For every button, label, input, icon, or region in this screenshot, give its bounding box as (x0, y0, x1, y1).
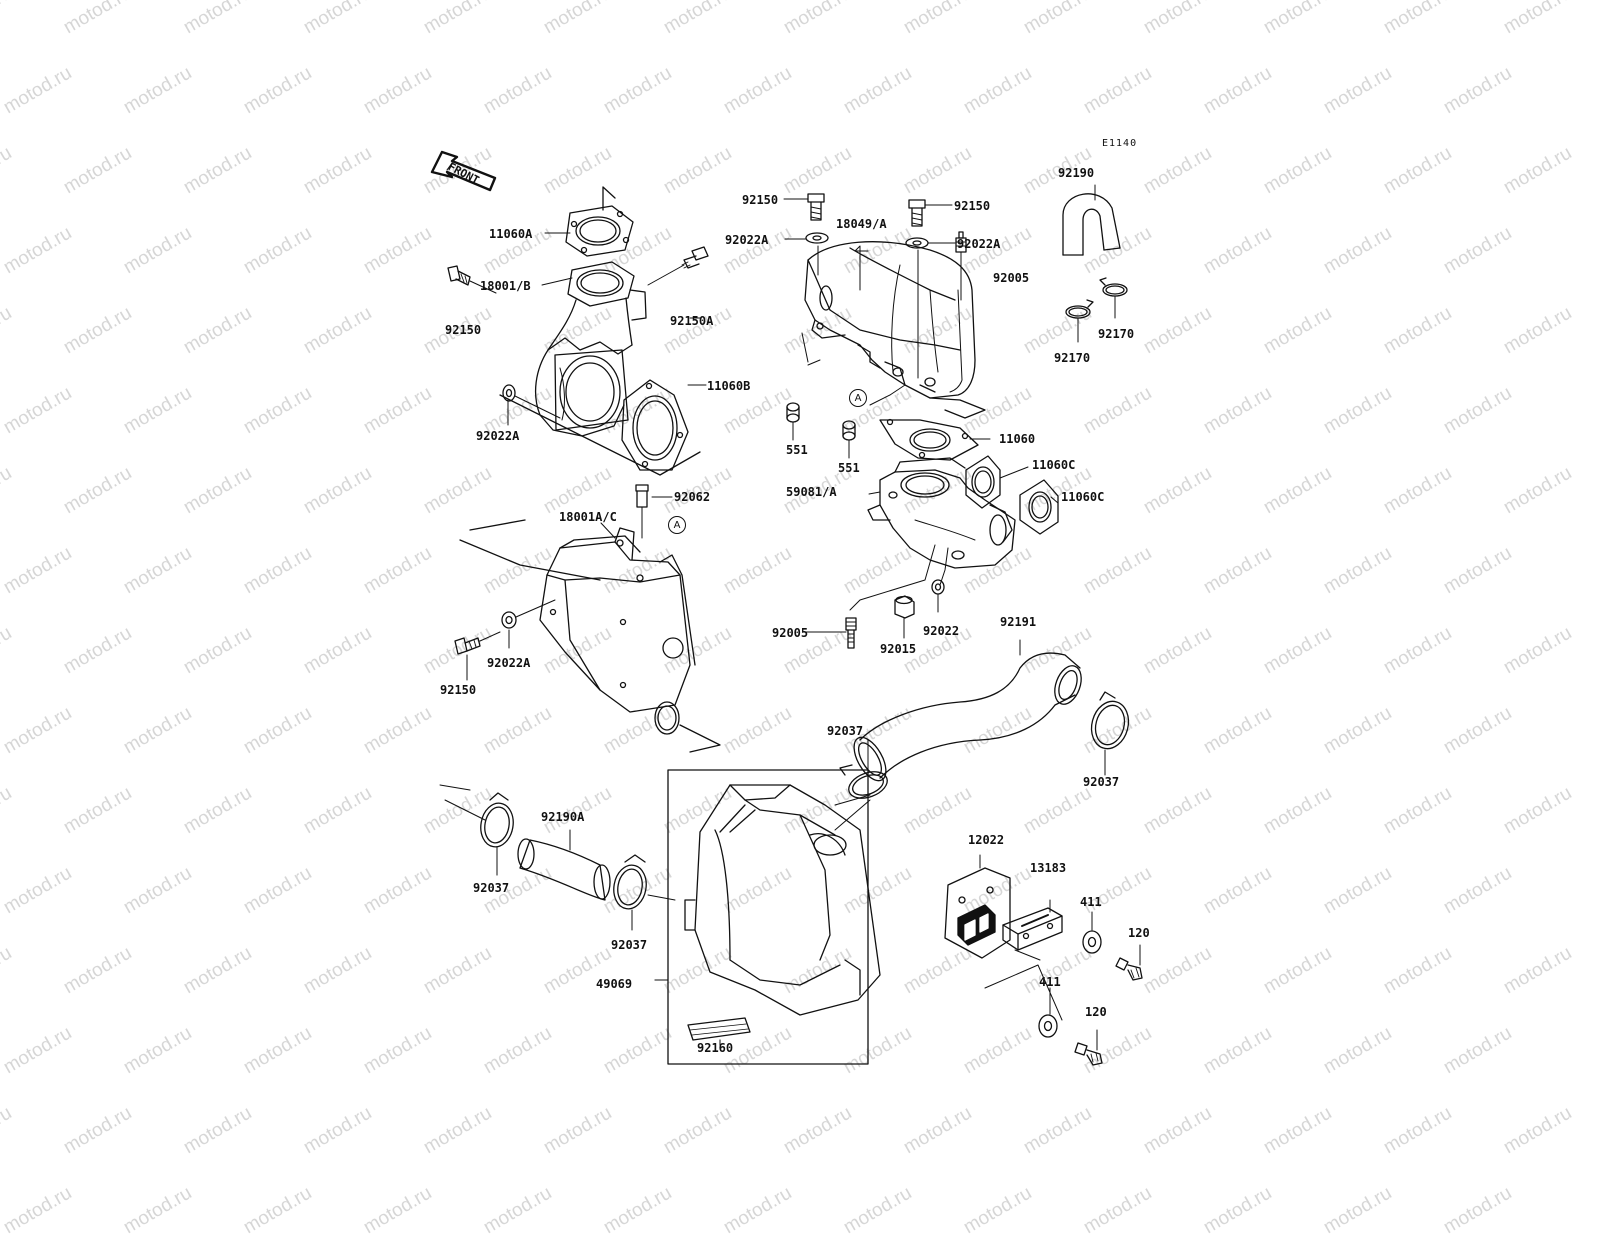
hose-92190 (1062, 184, 1121, 256)
label-49069: 49069 (596, 977, 633, 991)
label-92022a-left: 92022A (476, 429, 520, 443)
label-92150-lower: 92150 (440, 683, 477, 697)
label-92022: 92022 (923, 624, 960, 638)
clamp-92037-lowmid (613, 854, 676, 931)
washer-92022a-left (502, 384, 561, 419)
label-92170-right: 92170 (1098, 327, 1135, 341)
nut-92015 (894, 595, 915, 619)
clamp-92037-right (1090, 691, 1130, 776)
gasket-11060 (879, 418, 979, 461)
front-arrow-icon (430, 150, 497, 192)
label-18001b: 18001/B (480, 279, 531, 293)
gasket-11060b (499, 379, 701, 476)
plate-12022 (944, 854, 1011, 959)
clamp-92037-left (439, 784, 514, 876)
bolt-92150-top-1 (807, 193, 825, 221)
washer-92022 (931, 579, 945, 595)
leader-lines (466, 198, 1059, 1046)
label-120-low: 120 (1085, 1005, 1107, 1019)
label-92150a: 92150A (670, 314, 714, 328)
label-92037-mid: 92037 (827, 724, 864, 738)
label-92037-left: 92037 (473, 881, 510, 895)
exhaust-manifold-18049a (801, 241, 986, 419)
bolt-92150-top-2 (908, 199, 926, 227)
callout-a-lower: A (668, 516, 686, 534)
label-92150-top-2: 92150 (954, 199, 991, 213)
collar-551-mid (842, 420, 856, 459)
bolt-92150-left (447, 265, 497, 294)
fitting-92005-top (955, 231, 967, 301)
label-92062: 92062 (674, 490, 711, 504)
label-92015: 92015 (880, 642, 917, 656)
pin-92062 (635, 484, 649, 539)
diagram-code: E1140 (1102, 138, 1138, 149)
label-92150-left: 92150 (445, 323, 482, 337)
gasket-11060c-1 (965, 455, 1001, 509)
parts-drawing (430, 150, 1143, 1066)
washer-411-top (1082, 911, 1102, 954)
label-92022a-top-1: 92022A (725, 233, 769, 247)
label-92190: 92190 (1058, 166, 1095, 180)
label-12022: 12022 (968, 833, 1005, 847)
label-92022a-top-2: 92022A (957, 237, 1001, 251)
label-92005-low: 92005 (772, 626, 809, 640)
label-92190a: 92190A (541, 810, 585, 824)
label-11060c-2: 11060C (1061, 490, 1105, 504)
gasket-11060a (565, 186, 634, 257)
label-11060: 11060 (999, 432, 1036, 446)
label-18001ac: 18001A/C (559, 510, 617, 524)
clamp-92170-left (1065, 299, 1094, 343)
label-92191: 92191 (1000, 615, 1037, 629)
label-411-low: 411 (1039, 975, 1061, 989)
fitting-92005-low (845, 617, 857, 649)
label-18049a: 18049/A (836, 217, 887, 231)
gasket-11060c-2 (1019, 479, 1059, 535)
expansion-chamber-18001ac (459, 519, 721, 753)
label-92150-top-1: 92150 (742, 193, 779, 207)
label-92037-right: 92037 (1083, 775, 1120, 789)
clamp-92170-right (1099, 277, 1128, 319)
exhaust-elbow-59081a (849, 457, 1016, 611)
label-11060a: 11060A (489, 227, 533, 241)
hose-92190a (517, 829, 611, 901)
muffler-49069 (654, 769, 881, 1065)
callout-a-upper: A (849, 389, 867, 407)
collar-551-left (786, 402, 800, 441)
label-120-top: 120 (1128, 926, 1150, 940)
clamp-92037-mid (834, 739, 888, 831)
bracket-13183 (1002, 899, 1063, 951)
label-13183: 13183 (1030, 861, 1067, 875)
label-11060c-1: 11060C (1032, 458, 1076, 472)
label-92005-top: 92005 (993, 271, 1030, 285)
bolt-92150-lower (454, 631, 501, 655)
label-551-mid: 551 (838, 461, 860, 475)
washer-411-low (1038, 987, 1058, 1038)
label-59081a: 59081/A (786, 485, 837, 499)
label-551-left: 551 (786, 443, 808, 457)
bolt-120-top (1115, 944, 1143, 981)
bolt-92150a (647, 246, 709, 286)
bolt-120-low (1074, 1029, 1103, 1066)
label-92022a-lower: 92022A (487, 656, 531, 670)
label-92037-lowmid: 92037 (611, 938, 648, 952)
exhaust-pipe-18001b (534, 261, 647, 437)
label-92170-left: 92170 (1054, 351, 1091, 365)
washer-92022a-lower (501, 599, 556, 629)
hose-92191 (853, 639, 1082, 782)
washer-92022a-top-1 (805, 232, 829, 244)
label-11060b: 11060B (707, 379, 751, 393)
label-411-top: 411 (1080, 895, 1102, 909)
label-92160: 92160 (697, 1041, 734, 1055)
